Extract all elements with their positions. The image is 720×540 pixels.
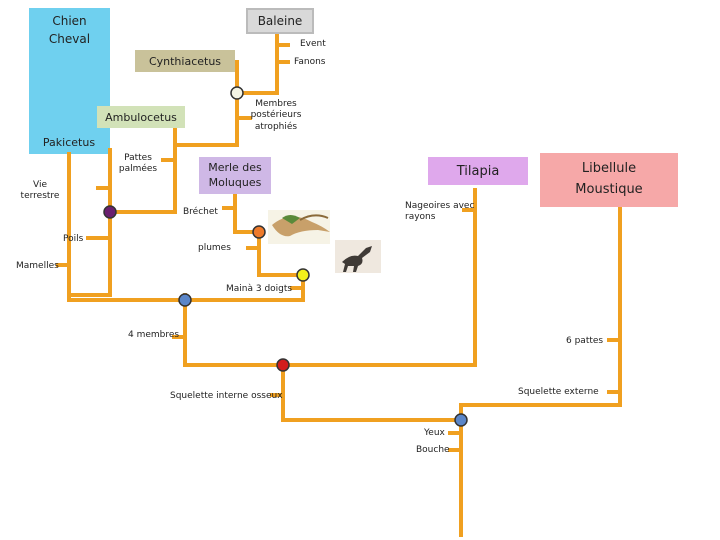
char-yeux: Yeux — [424, 428, 445, 438]
taxon-tilapia: Tilapia — [428, 157, 528, 185]
node-mammals — [103, 205, 117, 219]
taxon-pakicetus: Pakicetus — [38, 134, 100, 150]
taxon-chien-cheval: Chien Cheval — [29, 8, 110, 56]
char-membres-posterieurs: Membres postérieurs atrophiés — [250, 99, 302, 132]
taxon-baleine-label: Baleine — [257, 14, 303, 28]
branch-bird-node — [233, 230, 261, 277]
branch-tetrapod-left — [67, 293, 112, 302]
taxon-ambulocetus-label: Ambulocetus — [105, 110, 177, 124]
node-root — [454, 413, 468, 427]
node-birds — [252, 225, 266, 239]
taxon-libellule-label: Libellule Moustique — [575, 161, 643, 197]
bird-illustration — [268, 210, 330, 244]
branch-whale-node — [173, 91, 239, 147]
char-squelette-externe: Squelette externe — [518, 387, 599, 397]
branch-mammal-node — [67, 210, 112, 297]
taxon-baleine: Baleine — [246, 8, 314, 34]
branch-baleine — [235, 30, 279, 95]
char-poils: Poils — [63, 234, 84, 244]
taxon-pakicetus-label: Pakicetus — [42, 135, 96, 149]
char-squelette-interne: Squelette interne osseux — [170, 391, 283, 401]
branch-reptile-up — [183, 273, 305, 302]
taxon-cynthiacetus-label: Cynthiacetus — [148, 54, 222, 68]
char-main-3-doigts: Mainà 3 doigts — [226, 284, 293, 294]
node-whales — [230, 86, 244, 100]
dinosaur-illustration — [335, 240, 381, 273]
mammal-group-block — [29, 8, 110, 154]
char-event: Event — [300, 39, 326, 49]
node-vertebrates — [276, 358, 290, 372]
char-bouche: Bouche — [416, 445, 450, 455]
taxon-cynthiacetus: Cynthiacetus — [135, 50, 235, 72]
char-mamelles: Mamelles — [16, 261, 59, 271]
char-plumes: plumes — [198, 243, 231, 253]
taxon-ambulocetus: Ambulocetus — [97, 106, 185, 128]
taxon-tilapia-label: Tilapia — [456, 163, 500, 179]
node-dino — [296, 268, 310, 282]
branch-tetrapod-main — [108, 293, 187, 302]
taxon-chien-cheval-label: Chien Cheval — [48, 14, 91, 46]
taxon-merle: Merle des Moluques — [199, 157, 271, 194]
char-nageoires: Nageoires avec rayons — [405, 201, 475, 223]
char-vie-terrestre: Vie terrestre — [20, 180, 60, 202]
char-brechet: Bréchet — [183, 207, 218, 217]
char-6-pattes: 6 pattes — [566, 336, 604, 346]
char-fanons: Fanons — [294, 57, 326, 67]
branch-to-whales — [108, 143, 177, 214]
branch-insect-node — [459, 403, 622, 422]
char-4-membres: 4 membres — [128, 330, 180, 340]
taxon-merle-label: Merle des Moluques — [208, 161, 262, 189]
taxon-libellule: Libellule Moustique — [540, 153, 678, 207]
char-pattes-palmees: Pattes palmées — [118, 153, 158, 175]
node-tetrapods — [178, 293, 192, 307]
